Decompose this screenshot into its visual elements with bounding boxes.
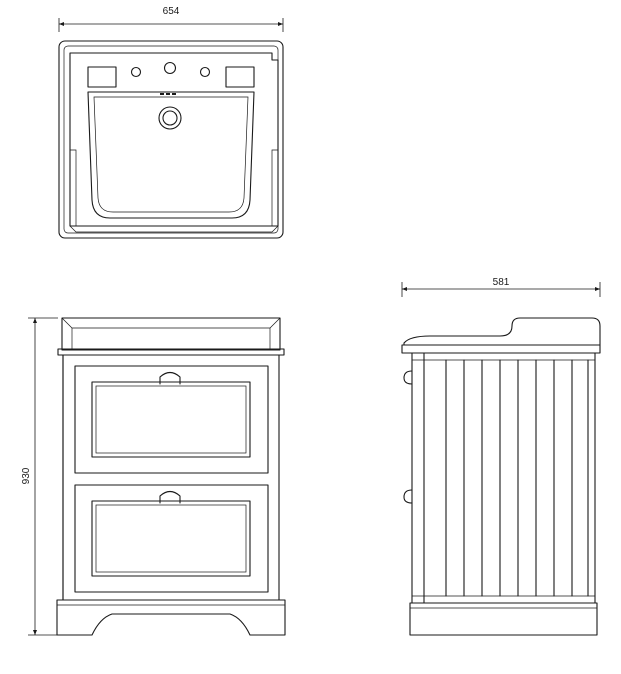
dimension-height: 930 [21,317,58,636]
dimension-depth: 581 [401,277,601,297]
panel-grooves [445,359,589,597]
dimension-width-label: 654 [163,6,180,17]
top-view-basin: 654 [58,6,284,239]
side-view: 581 [401,277,601,636]
dimension-depth-label: 581 [493,277,510,288]
front-view: 930 [21,317,286,636]
dimension-width: 654 [58,6,284,32]
dimension-height-label: 930 [21,467,32,484]
